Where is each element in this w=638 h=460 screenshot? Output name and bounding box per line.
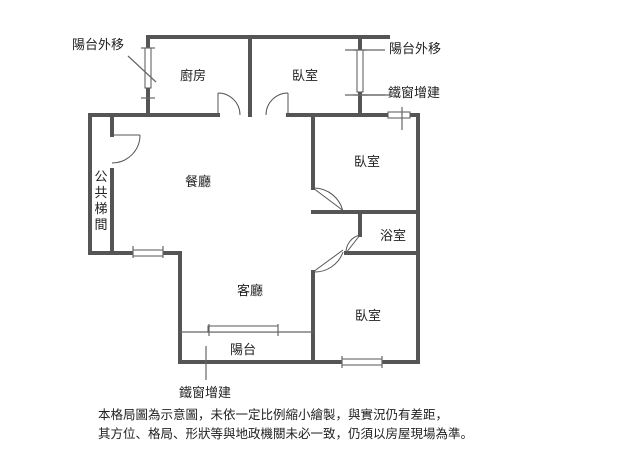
staircase-char: 公 xyxy=(94,170,108,185)
room-label-living: 客廳 xyxy=(237,284,264,299)
room-label-dining: 餐廳 xyxy=(185,175,212,190)
room-label-bedroom-top: 臥室 xyxy=(292,69,319,84)
disclaimer-line-1: 本格局圖為示意圖，未依一定比例縮小繪製，與實況仍有差距， xyxy=(98,407,449,422)
room-label-balcony: 陽台 xyxy=(230,343,257,358)
disclaimer-line-2: 其方位、格局、形狀等與地政機關未必一致，仍須以房屋現場為準。 xyxy=(98,426,474,441)
annotation-balcony-moved-left: 陽台外移 xyxy=(72,38,125,53)
room-label-bedroom-right: 臥室 xyxy=(354,155,381,170)
staircase-label: 公 共 梯 間 xyxy=(94,170,108,234)
annotation-balcony-moved-right: 陽台外移 xyxy=(389,42,442,57)
windows xyxy=(132,47,411,368)
doors xyxy=(111,92,361,273)
staircase-char: 共 xyxy=(94,186,108,201)
staircase-char: 梯 xyxy=(94,202,108,217)
room-label-bedroom-bottom: 臥室 xyxy=(355,309,382,324)
annotation-iron-window-top: 鐵窗增建 xyxy=(388,86,441,101)
leader-lines xyxy=(127,49,390,380)
annotation-iron-window-bottom: 鐵窗增建 xyxy=(179,386,232,401)
staircase-char: 間 xyxy=(94,218,108,233)
room-label-kitchen: 廚房 xyxy=(180,69,207,84)
room-label-bathroom: 浴室 xyxy=(380,229,407,244)
